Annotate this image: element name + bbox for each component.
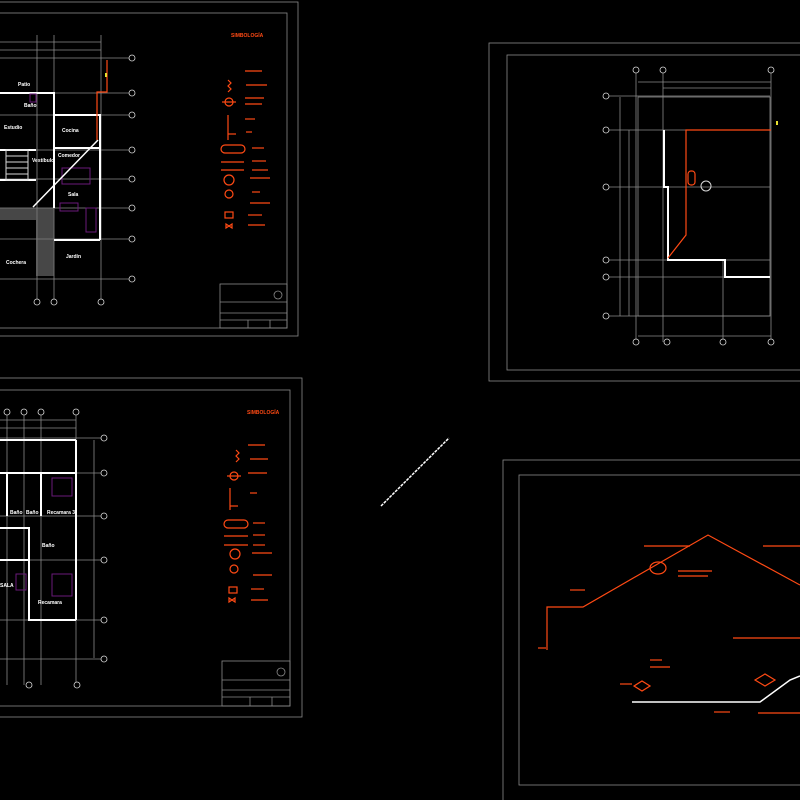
- gas-tank-symbol: [687, 170, 696, 186]
- sheet-roof-plan: [488, 42, 800, 382]
- room-label: Sala: [68, 192, 79, 198]
- sheet-border: [488, 42, 800, 382]
- gas-pipe-route: [667, 129, 771, 259]
- grid-axis-markers: [602, 66, 775, 346]
- meter-marker: [105, 73, 107, 77]
- sheet-isometric: [502, 459, 800, 800]
- sheet-border: [0, 1, 299, 337]
- sheet-inner-border: [506, 54, 800, 371]
- grid-axis-markers: [3, 408, 108, 689]
- regulator-symbol: [649, 561, 667, 575]
- section-line: [380, 437, 450, 507]
- sheet-ground-floor: Patio Baño Estudio Cocina Vestíbulo Come…: [0, 1, 299, 337]
- grid-lines: [606, 70, 772, 342]
- grid-axis-markers: [33, 54, 136, 306]
- appliance-symbol: [753, 673, 777, 687]
- appliance-symbol: [632, 680, 652, 692]
- room-label: Recamara 3: [47, 510, 75, 516]
- room-label: Cocina: [62, 128, 79, 134]
- marker: [776, 121, 778, 125]
- room-label: SALA: [0, 583, 14, 589]
- room-label: Baño: [24, 103, 37, 109]
- gas-pipe-isometric: [546, 534, 800, 650]
- room-label: Baño: [26, 510, 39, 516]
- furniture: [29, 93, 97, 233]
- title-block: [219, 283, 288, 329]
- gravel-area: [0, 208, 54, 220]
- drain-symbol: [700, 180, 712, 192]
- legend-title: SIMBOLOGÍA: [247, 408, 280, 416]
- sheet-inner-border: [0, 389, 291, 707]
- walls: [0, 439, 77, 621]
- annotation-lines: [538, 545, 800, 714]
- gas-pipe-riser: [96, 60, 108, 140]
- legend-title: SIMBOLOGÍA: [231, 31, 264, 39]
- room-label: Cochera: [6, 260, 26, 266]
- room-labels: Baño Baño Recamara 3 Baño SALA Recamara: [0, 510, 75, 606]
- low-pressure-line: [632, 675, 800, 703]
- sheet-upper-floor: Baño Baño Recamara 3 Baño SALA Recamara …: [0, 377, 303, 718]
- stairs: [5, 149, 29, 181]
- room-label: Comedor: [58, 153, 80, 159]
- sheet-inner-border: [518, 474, 800, 786]
- furniture: [15, 477, 73, 597]
- room-label: Patio: [18, 82, 30, 88]
- room-label: Recamara: [38, 600, 62, 606]
- sheet-border: [0, 377, 303, 718]
- room-label: Jardín: [66, 254, 81, 260]
- room-label: Baño: [42, 543, 55, 549]
- sheet-border: [502, 459, 800, 800]
- title-block: [221, 660, 291, 707]
- room-label: Baño: [10, 510, 23, 516]
- room-label: Vestíbulo: [32, 158, 54, 164]
- legend-symbols: [223, 444, 272, 604]
- gravel-strip: [36, 220, 54, 276]
- room-label: Estudio: [4, 125, 22, 131]
- legend-symbols: [220, 70, 270, 230]
- sheet-inner-border: [0, 12, 288, 329]
- gas-pipe-diagonal: [32, 139, 99, 208]
- room-labels: Patio Baño Estudio Cocina Vestíbulo Come…: [4, 82, 81, 266]
- roof-edge: [663, 130, 770, 278]
